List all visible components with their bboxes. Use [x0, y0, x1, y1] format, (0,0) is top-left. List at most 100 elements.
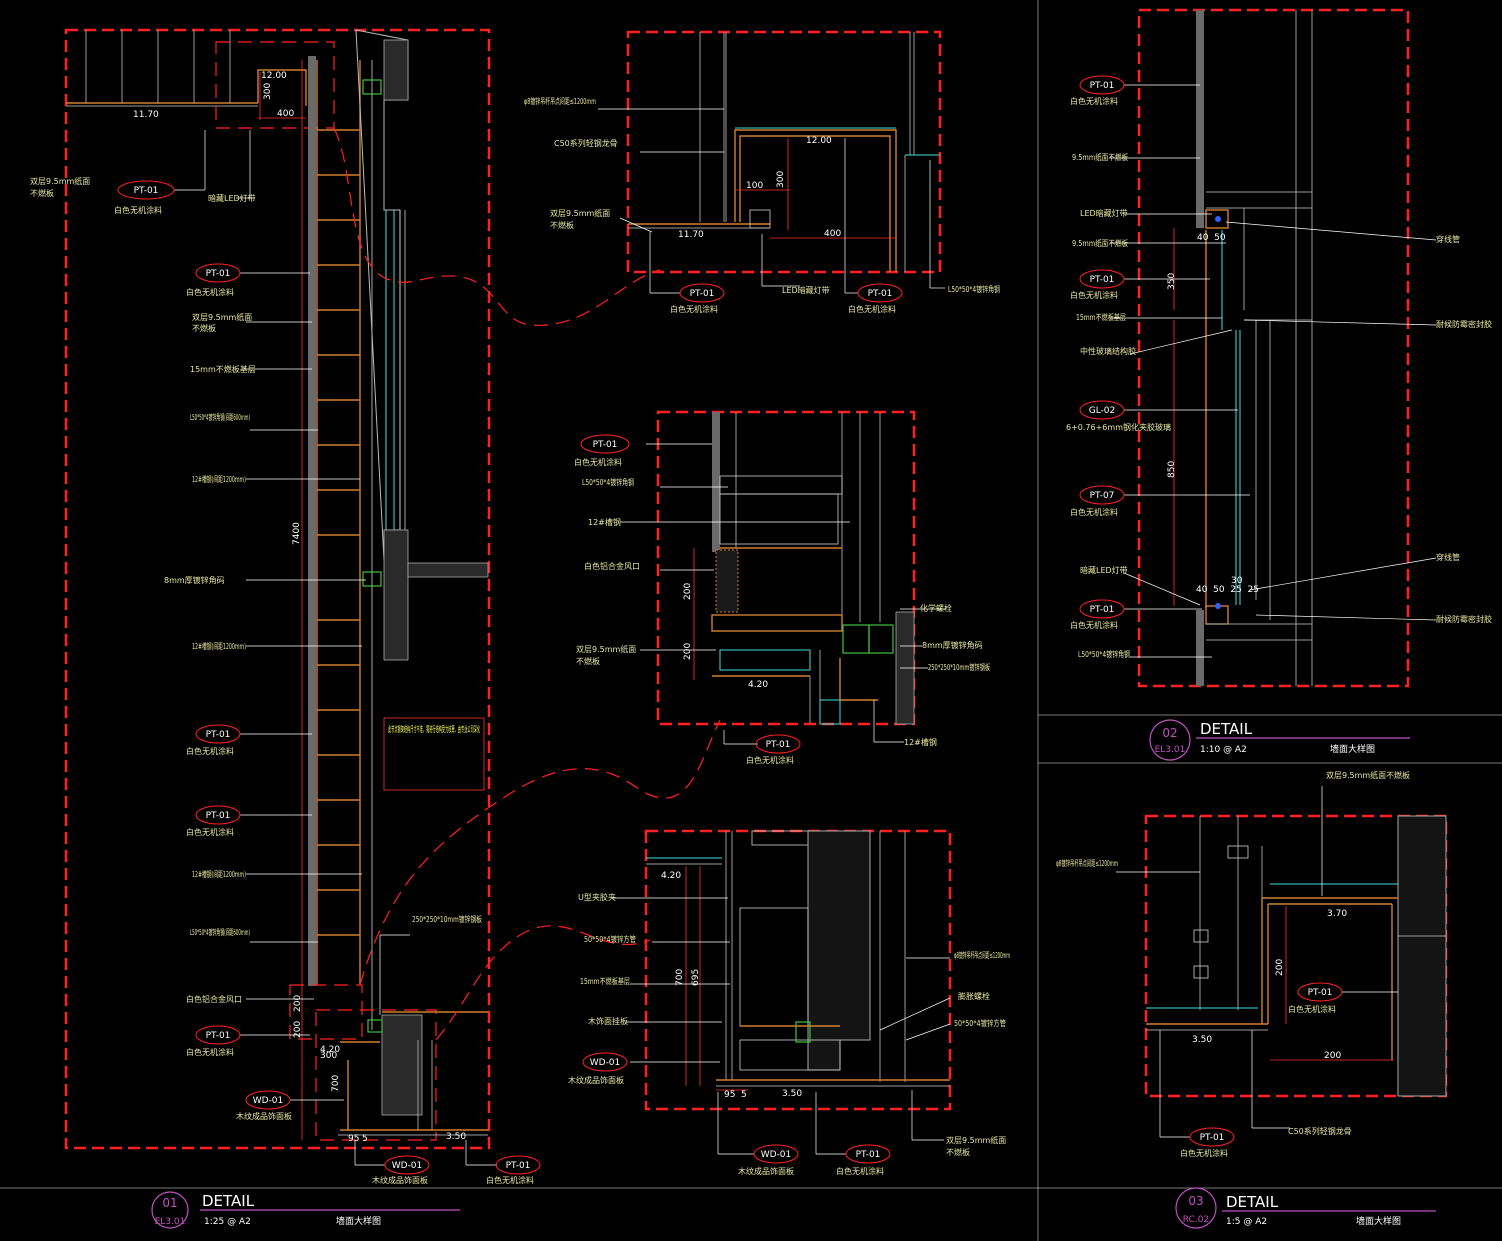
title-01-name: 墙面大样图 — [336, 1215, 381, 1227]
callout-a-frame — [626, 30, 942, 274]
d3-label-paint-1: 白色无机涂料 — [1288, 1004, 1336, 1014]
title-01-ref: EL3.01 — [155, 1217, 186, 1227]
dA-label-paint-1: 白色无机涂料 — [670, 304, 718, 314]
d2-gl02-tag: GL-02 — [1089, 406, 1116, 416]
d1-pt01-tag-4: PT-01 — [206, 811, 231, 821]
d1-elev4: 3.50 — [446, 1132, 466, 1142]
dB-label-paint-1: 白色无机涂料 — [574, 457, 622, 467]
d2-label-cable: 穿线管 — [1436, 234, 1460, 244]
title-02-heading: DETAIL — [1200, 720, 1253, 738]
dC-label-wood-1: 木纹成品饰面板 — [568, 1075, 624, 1085]
dC-pt01-tag: PT-01 — [856, 1150, 881, 1160]
d1-pt01-tag-3: PT-01 — [206, 730, 231, 740]
dB-label-plate: 8mm厚镀锌角码 — [922, 640, 983, 650]
d1-elev3: 4.20 — [320, 1045, 340, 1055]
d3-label-paint-2: 白色无机涂料 — [1180, 1148, 1228, 1158]
d2-label-paint-2: 白色无机涂料 — [1070, 290, 1118, 300]
dC-label-tube-2: 50*50*4镀锌方管 — [954, 1018, 1006, 1028]
d2-label-board15: 15mm不燃板基层 — [1076, 312, 1126, 322]
dB-label-channel: 12#槽钢 — [588, 517, 621, 527]
d2-label-gypsum-2: 9.5mm纸面不燃板 — [1072, 238, 1128, 248]
dB-label-angle: L50*50*4镀锌角钢 — [582, 477, 634, 487]
d2-pt01-tag-1: PT-01 — [1090, 81, 1115, 91]
callout-b-box — [289, 984, 363, 1040]
dA-label-gypsum: 双层9.5mm纸面 — [550, 208, 610, 218]
d1-label-steelplate: 250*250*10mm镀锌钢板 — [412, 914, 482, 924]
d1-label-plate: 8mm厚镀锌角码 — [164, 575, 225, 585]
dC-700: 700 — [675, 969, 685, 986]
d1-wd01-tag-1: WD-01 — [253, 1096, 284, 1106]
steel-frame-rungs — [317, 129, 360, 936]
dB-pt01-tag-2: PT-01 — [766, 740, 791, 750]
dA-100: 100 — [746, 181, 763, 191]
d1-300-dim: 300 — [263, 83, 273, 100]
title-03-scale: 1:5 @ A2 — [1226, 1217, 1267, 1227]
d1-label-gypsum: 双层9.5mm纸面 — [30, 176, 90, 186]
dA-label-hanger: φ8镀锌吊杆吊点间距≤1200mm — [524, 96, 596, 106]
d1-wd01-tag-2: WD-01 — [392, 1161, 423, 1171]
dB-200b: 200 — [683, 643, 693, 660]
d3-200a: 200 — [1275, 959, 1285, 976]
d2-pt07-tag: PT-07 — [1090, 491, 1115, 501]
d1-label-vent: 白色铝合金风口 — [186, 994, 242, 1004]
detail-01-frame — [64, 28, 491, 1150]
dA-label-notboard: 不燃板 — [550, 220, 574, 230]
title-02-name: 墙面大样图 — [1330, 743, 1375, 755]
detail-02: 350 850 40 50 40 50 25 25 30 PT-01 白色无机涂… — [1066, 8, 1492, 688]
dA-label-paint-2: 白色无机涂料 — [848, 304, 896, 314]
dC-label-ukeel: U型夹胶夹 — [578, 892, 616, 902]
title-01-heading: DETAIL — [202, 1192, 255, 1210]
d1-label-paint-1: 白色无机涂料 — [114, 205, 162, 215]
title-03-name: 墙面大样图 — [1356, 1215, 1401, 1227]
d1-200b-dim: 200 — [293, 1021, 303, 1038]
dB-200a: 200 — [683, 583, 693, 600]
callout-connectors — [333, 127, 721, 1041]
d1-label-paint-5: 白色无机涂料 — [186, 1047, 234, 1057]
d2-850: 850 — [1167, 461, 1177, 478]
d2-label-sealant: 耐候防霉密封胶 — [1436, 319, 1492, 329]
d1-label-wood-1: 木纹成品饰面板 — [236, 1111, 292, 1121]
d1-700-dim: 700 — [331, 1075, 341, 1092]
d2-pt01-tag-3: PT-01 — [1090, 605, 1115, 615]
title-01: 01 EL3.01 DETAIL 1:25 @ A2 墙面大样图 — [151, 1191, 460, 1229]
d1-label-angle-2: L50*50*4镀锌角钢(间距600mm) — [190, 927, 250, 937]
title-03-number: 03 — [1188, 1194, 1203, 1208]
d1-pt01-tag-1: PT-01 — [134, 186, 159, 196]
d2-bot: 40 50 25 25 — [1196, 585, 1259, 595]
d1-label-led: 暗藏LED灯带 — [208, 193, 256, 203]
dC-label-notboard: 不燃板 — [946, 1147, 970, 1157]
d1-label-channel-3: 12#槽钢(间距1200mm) — [192, 869, 246, 879]
dB-label-steelplate: 250*250*10mm镀锌钢板 — [928, 662, 990, 672]
dB-label-channel-2: 12#槽钢 — [904, 737, 937, 747]
d1-elev1: 11.70 — [133, 110, 159, 120]
dA-label-keel: C50系列轻钢龙骨 — [554, 138, 618, 148]
d1-label-channel: 12#槽钢(间距1200mm) — [192, 474, 246, 484]
title-03: 03 RC.02 DETAIL 1:5 @ A2 墙面大样图 — [1175, 1187, 1436, 1229]
dC-label-paint: 白色无机涂料 — [836, 1166, 884, 1176]
title-02-number: 02 — [1162, 726, 1177, 740]
dA-400: 400 — [824, 229, 841, 239]
callout-b-frame — [656, 410, 916, 726]
d1-label-paint-3: 白色无机涂料 — [186, 746, 234, 756]
d1-label-paint-2: 白色无机涂料 — [186, 287, 234, 297]
dC-elev1: 4.20 — [661, 871, 681, 881]
d3-label-keel: C50系列轻钢龙骨 — [1288, 1126, 1352, 1136]
d1-note-line: 此节点钢架结构尺寸不准，需进行结构受力核算，由专业公司深化 — [388, 724, 480, 734]
dC-95: 95 — [724, 1090, 735, 1100]
d3-label-gypsum: 双层9.5mm纸面不燃板 — [1326, 770, 1410, 780]
dB-elev: 4.20 — [748, 680, 768, 690]
d3-200b: 200 — [1324, 1051, 1341, 1061]
dA-elev2: 11.70 — [678, 230, 704, 240]
callout-b: 200 200 4.20 PT-01 白色无机涂料 L50*50*4镀锌角钢 1… — [574, 410, 990, 765]
d3-label-hanger: φ8镀锌吊杆吊点间距≤1200mm — [1056, 858, 1118, 868]
dA-label-angle: L50*50*4镀锌角钢 — [948, 284, 1000, 294]
d1-label-board15: 15mm不燃板基层 — [190, 364, 256, 374]
d2-label-cable-2: 穿线管 — [1436, 552, 1460, 562]
detail-03: 200 200 3.70 3.50 φ8镀锌吊杆吊点间距≤1200mm 双层9.… — [1056, 770, 1448, 1158]
d1-400-dim: 400 — [277, 109, 294, 119]
dC-label-expansion: 膨胀螺栓 — [958, 991, 990, 1001]
callout-a: 100 300 400 12.00 11.70 φ8镀锌吊杆吊点间距≤1200m… — [524, 30, 1000, 314]
dC-label-tube: 50*50*4镀锌方管 — [584, 934, 636, 944]
d1-label-notboard-2: 不燃板 — [192, 323, 216, 333]
